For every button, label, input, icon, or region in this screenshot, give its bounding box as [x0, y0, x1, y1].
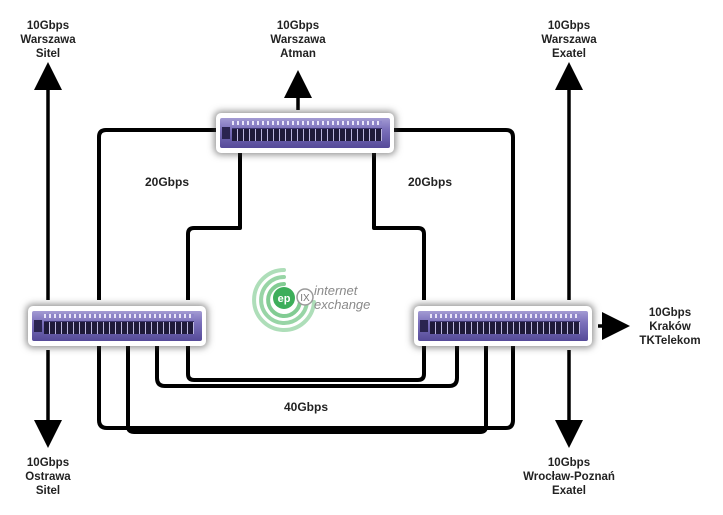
epix-logo: ep IX internet exchange	[248, 264, 388, 336]
label-warszawa-sitel: 10Gbps Warszawa Sitel	[20, 20, 76, 60]
switch-left	[28, 306, 206, 346]
logo-ep: ep	[278, 293, 291, 305]
link-40gbps-4	[97, 346, 515, 430]
epix-logo-mark: ep IX	[252, 268, 316, 332]
label-wroclaw-poznan-exatel: 10Gbps Wrocław-Poznań Exatel	[523, 457, 615, 497]
link-label-20gbps-right: 20Gbps	[408, 175, 453, 189]
label-krakow-tktelekom: 10Gbps Kraków TKTelekom	[639, 307, 701, 347]
link-20gbps-left	[186, 152, 242, 300]
logo-ix: IX	[300, 293, 310, 304]
logo-text-exchange: exchange	[314, 297, 371, 312]
link-40gbps-3	[126, 346, 488, 434]
switch-right	[414, 306, 592, 346]
link-label-20gbps-left: 20Gbps	[145, 175, 190, 189]
logo-text-internet: internet	[314, 283, 358, 298]
label-ostrawa-sitel: 10Gbps Ostrawa Sitel	[25, 457, 71, 497]
label-warszawa-exatel: 10Gbps Warszawa Exatel	[541, 20, 597, 60]
link-40gbps-2	[155, 346, 459, 388]
link-right-top-outer	[390, 128, 515, 300]
link-20gbps-right	[372, 152, 426, 300]
switch-top	[216, 113, 394, 153]
link-40gbps-1	[186, 346, 426, 382]
link-label-40gbps: 40Gbps	[284, 400, 329, 414]
link-left-top-outer	[97, 128, 220, 300]
label-warszawa-atman: 10Gbps Warszawa Atman	[270, 20, 326, 60]
